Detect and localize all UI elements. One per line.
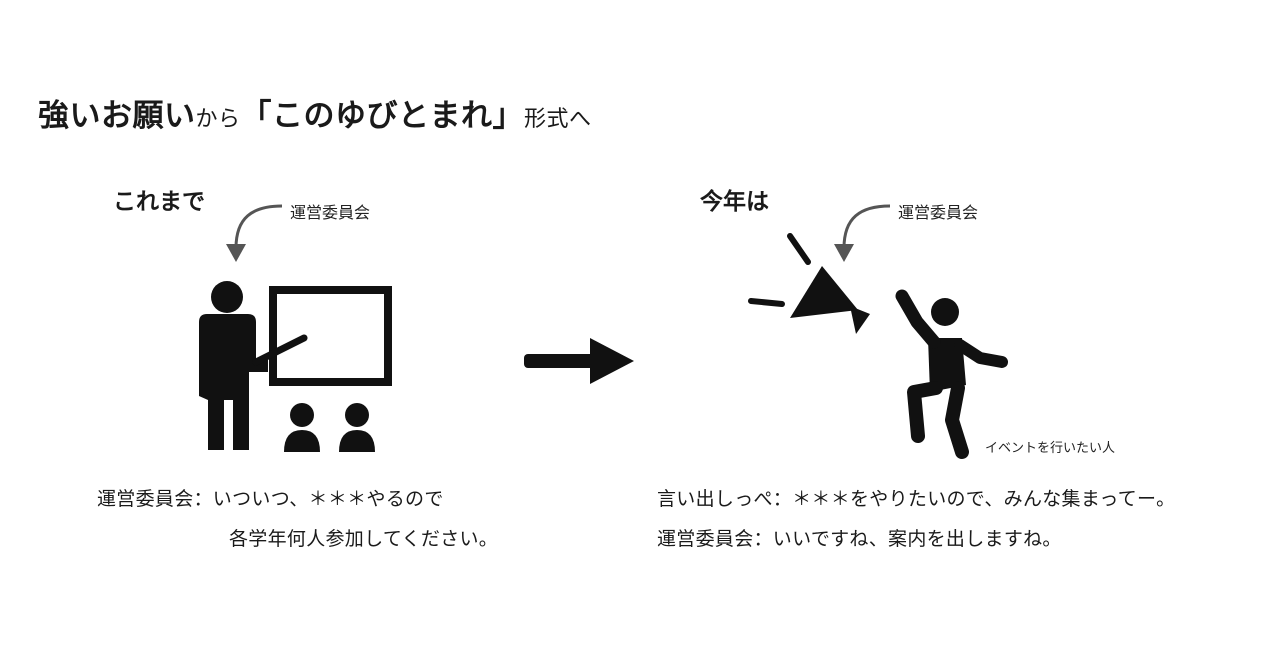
right-arrow-icon	[524, 338, 634, 384]
before-heading: これまで	[113, 189, 205, 215]
before-pointer-arrow-icon	[226, 204, 283, 262]
title-part-strong-request: 強いお願い	[38, 98, 196, 134]
title-part-finger-stop: 「このゆびとまれ」	[240, 98, 525, 134]
after-heading: 今年は	[700, 189, 769, 215]
before-line-1: 運営委員会：いついつ、＊＊＊やるので	[97, 488, 444, 510]
after-line-1: 言い出しっぺ：＊＊＊をやりたいので、みんな集まってー。	[657, 488, 1176, 510]
audience-icon	[284, 403, 375, 452]
title-part-from: から	[195, 107, 241, 132]
after-committee-label: 運営委員会	[898, 203, 979, 222]
after-line-2: 運営委員会：いいですね、案内を出しますね。	[657, 528, 1062, 550]
page-title: 強いお願いから「このゆびとまれ」形式へ	[38, 90, 592, 134]
teacher-at-whiteboard-icon	[199, 281, 392, 450]
title-part-format: 形式へ	[524, 107, 592, 132]
raising-hand-person-icon	[895, 289, 1008, 459]
person-caption: イベントを行いたい人	[985, 441, 1116, 456]
before-committee-label: 運営委員会	[290, 203, 371, 222]
megaphone-icon	[748, 233, 870, 334]
before-line-2: 各学年何人参加してください。	[229, 528, 499, 550]
after-pointer-arrow-icon	[834, 204, 891, 262]
